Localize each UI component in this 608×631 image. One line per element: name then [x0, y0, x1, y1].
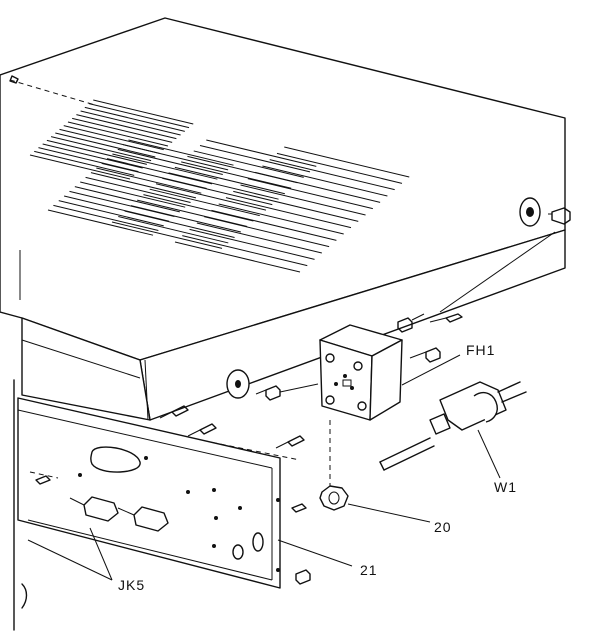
vent-slot [63, 195, 170, 222]
vent-slot [211, 209, 337, 241]
vent-slot [168, 172, 279, 200]
left-edge-detail [13, 250, 28, 631]
label-fh1: FH1 [466, 342, 495, 358]
vent-slot [58, 200, 164, 227]
vent-slot [90, 172, 197, 199]
vent-slot [80, 110, 181, 136]
vent-slot [276, 152, 403, 184]
vent-slot [42, 143, 143, 169]
vent-slot [85, 176, 191, 204]
vent-slot [47, 209, 154, 236]
vent-slot [233, 190, 359, 222]
vent-slot [204, 216, 330, 248]
fuse-holder-fh1 [319, 313, 463, 488]
power-cord-w1 [379, 381, 527, 479]
vent-slot [124, 210, 235, 238]
vent-slot [162, 177, 273, 206]
vent-slot [269, 159, 395, 191]
vent-slot [130, 205, 241, 233]
side-grommet [226, 369, 319, 401]
vent-slot [262, 165, 388, 197]
vent-slot [76, 114, 177, 140]
vent-slot [88, 103, 190, 129]
vent-slot [155, 183, 267, 211]
vent-slot [67, 121, 169, 147]
vent-slot [123, 144, 229, 171]
vent-slot [74, 186, 180, 213]
label-part-21: 21 [360, 562, 378, 578]
vent-slot [55, 132, 156, 158]
vent-slot [111, 221, 223, 249]
nut-20 [319, 485, 431, 523]
vent-slot [206, 139, 317, 167]
vent-slot [199, 144, 311, 173]
vent-slot [196, 222, 322, 254]
vent-slot [254, 171, 381, 203]
label-jk5: JK5 [118, 577, 145, 593]
vent-slot [149, 188, 260, 217]
vent-slot [117, 148, 223, 176]
vent-slot [189, 228, 315, 260]
vent-slot [112, 153, 218, 180]
vent-slot [218, 203, 344, 235]
vent-slot [72, 117, 173, 143]
vent-slot [128, 139, 234, 166]
vent-slot [34, 150, 135, 176]
vent-slot [46, 139, 147, 165]
rear-grommet [439, 197, 571, 313]
vent-slot [96, 167, 202, 194]
vent-slot [53, 204, 159, 232]
vent-slot [106, 158, 213, 185]
vent-slot [181, 161, 292, 189]
vent-slot [29, 154, 131, 180]
label-part-20: 20 [434, 519, 452, 535]
vent-slots [29, 99, 410, 273]
vent-slot [182, 235, 308, 267]
vent-slot [193, 150, 304, 178]
vent-slot [84, 106, 185, 132]
vent-slot [63, 125, 164, 151]
vent-slot [93, 99, 194, 125]
vent-slot [284, 146, 410, 178]
vent-slot [143, 194, 254, 222]
vent-slot [50, 136, 152, 162]
vent-slot [225, 197, 352, 229]
left-screw [9, 75, 96, 106]
vent-slot [118, 216, 229, 244]
vent-slot [174, 166, 285, 195]
rear-panel-21 [17, 397, 353, 589]
vent-slot [247, 178, 373, 210]
vent-slot [240, 184, 366, 216]
vent-slot [80, 181, 186, 208]
vent-slot [174, 241, 301, 273]
label-w1: W1 [494, 479, 517, 495]
